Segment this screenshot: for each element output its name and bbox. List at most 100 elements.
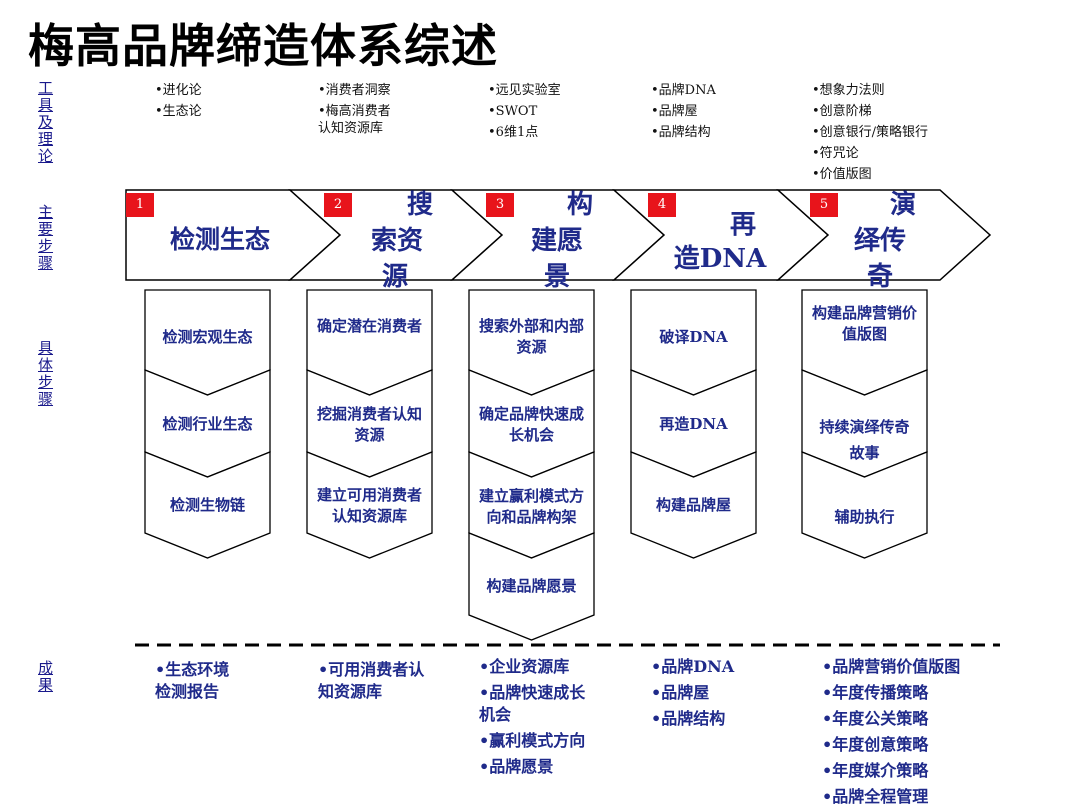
result-item: •品牌屋 [651, 683, 710, 702]
tools-col-2: •消费者洞察 •梅高消费者 认知资源库 [318, 80, 391, 139]
result-item: •年度传播策略 [822, 683, 929, 702]
row-label-tools: 工具及理论 [38, 80, 58, 165]
result-item: •赢利模式方向 [479, 731, 586, 750]
row-label-char: 工 [38, 79, 54, 97]
substep-box [144, 451, 271, 559]
step-title-4-line1: 再 [729, 210, 756, 240]
row-label-specific-steps: 具体步骤 [38, 340, 58, 408]
results-col-5: •品牌营销价值版图 •年度传播策略 •年度公关策略 •年度创意策略 •年度媒介策… [822, 654, 960, 810]
substep-label: 检测宏观生态 [162, 328, 253, 346]
results-col-2: •可用消费者认 知资源库 [318, 657, 424, 705]
row-label-char: 要 [38, 220, 54, 238]
row-label-char: 果 [38, 676, 54, 694]
step-title-2-line3: 源 [381, 262, 408, 292]
result-item: •年度公关策略 [822, 709, 929, 728]
result-item: •品牌全程管理 [822, 787, 929, 806]
row-label-char: 步 [38, 237, 54, 255]
row-label-char: 及 [38, 113, 54, 131]
step-title-2-line2: 索资 [370, 226, 423, 256]
results-col-4: •品牌DNA •品牌屋 •品牌结构 [651, 654, 734, 732]
step-badge-3 [486, 193, 514, 217]
step-number-4: 4 [657, 197, 667, 212]
tool-item: •梅高消费者 [318, 104, 391, 119]
step-number-2: 2 [333, 197, 343, 212]
result-item: •年度媒介策略 [822, 761, 929, 780]
step-number-3: 3 [495, 197, 505, 212]
tools-col-4: •品牌DNA •品牌屋 •品牌结构 [651, 80, 716, 143]
tool-item: 认知资源库 [318, 121, 384, 136]
page-title: 梅高品牌缔造体系综述 [28, 19, 498, 73]
tool-item: •SWOT [488, 104, 538, 119]
result-item: 检测报告 [155, 682, 220, 701]
step-title-5-line1: 演 [889, 190, 916, 220]
substep-label: 确定品牌快速成长机会 [478, 405, 584, 444]
tool-item: •生态论 [155, 104, 202, 119]
tool-item: •符咒论 [812, 146, 859, 161]
tool-item: •6维1点 [488, 125, 539, 140]
substep-label: 建立可用消费者认知资源库 [316, 486, 422, 525]
substep-box [306, 451, 433, 559]
row-label-char: 步 [38, 373, 54, 391]
row-label-char: 理 [38, 130, 54, 148]
substep-box [630, 451, 757, 559]
substep-label: 构建品牌愿景 [486, 577, 577, 595]
tool-item: •远见实验室 [488, 83, 561, 98]
tool-item: •消费者洞察 [318, 83, 391, 98]
substep-label: 再造DNA [659, 415, 728, 433]
result-item: •品牌结构 [651, 709, 726, 728]
tool-item: •想象力法则 [812, 83, 885, 98]
tool-item: •品牌结构 [651, 125, 711, 140]
substep-label: 构建品牌营销价值版图 [811, 304, 917, 343]
step-badge-4 [648, 193, 676, 217]
row-label-results: 成果 [38, 660, 58, 694]
step-number-1: 1 [135, 197, 145, 212]
substep-label: 破译DNA [659, 328, 728, 346]
substep-label: 构建品牌屋 [655, 496, 731, 514]
substep-label: 持续演绎传奇故事 [819, 418, 910, 462]
result-item: •品牌愿景 [479, 757, 554, 776]
substep-label: 建立赢利模式方向和品牌构架 [478, 487, 584, 526]
step-title-1: 检测生态 [169, 225, 270, 254]
result-item: •品牌快速成长 [479, 683, 586, 702]
row-label-main-steps: 主要步骤 [38, 204, 58, 272]
result-item: •生态环境 [155, 660, 230, 679]
substep-label: 检测行业生态 [162, 415, 253, 433]
step-badge-2 [324, 193, 352, 217]
substep-label: 搜索外部和内部资源 [478, 317, 584, 356]
row-label-char: 体 [38, 356, 54, 374]
step-title-3-line1: 构 [566, 190, 593, 220]
substep-label: 辅助执行 [834, 508, 895, 526]
row-label-char: 骤 [38, 390, 54, 408]
step-badge-5 [810, 193, 838, 217]
tool-item: •进化论 [155, 83, 202, 98]
tools-col-1: •进化论 •生态论 [155, 80, 202, 122]
substep-label: 检测生物链 [169, 496, 245, 514]
result-item: 知资源库 [318, 682, 383, 701]
result-item: •年度创意策略 [822, 735, 929, 754]
tool-item: •价值版图 [812, 167, 872, 182]
row-label-char: 骤 [38, 254, 54, 272]
tool-item: •品牌屋 [651, 104, 698, 119]
row-label-char: 具 [38, 339, 54, 357]
step-title-3-line2: 建愿 [530, 226, 583, 256]
result-item: •品牌营销价值版图 [822, 657, 961, 676]
results-col-3: •企业资源库 •品牌快速成长 机会 •赢利模式方向 •品牌愿景 [479, 654, 585, 780]
step-title-2-line1: 搜 [406, 190, 433, 220]
tool-item: •创意银行/策略银行 [812, 125, 929, 140]
tool-item: •品牌DNA [651, 83, 716, 98]
tools-col-3: •远见实验室 •SWOT •6维1点 [488, 80, 561, 143]
step-title-3-line3: 景 [543, 262, 570, 292]
row-label-char: 成 [38, 659, 54, 677]
step-badge-1 [126, 193, 154, 217]
tool-item: •创意阶梯 [812, 104, 872, 119]
result-item: •企业资源库 [479, 657, 570, 676]
substep-label: 确定潜在消费者 [316, 317, 422, 335]
row-label-char: 具 [38, 96, 54, 114]
results-col-1: •生态环境 检测报告 [155, 657, 229, 705]
step-title-5-line3: 奇 [866, 262, 893, 292]
result-item: 机会 [479, 705, 512, 724]
step-number-5: 5 [819, 197, 829, 212]
substep-box [801, 451, 928, 559]
row-label-char: 主 [38, 203, 54, 221]
